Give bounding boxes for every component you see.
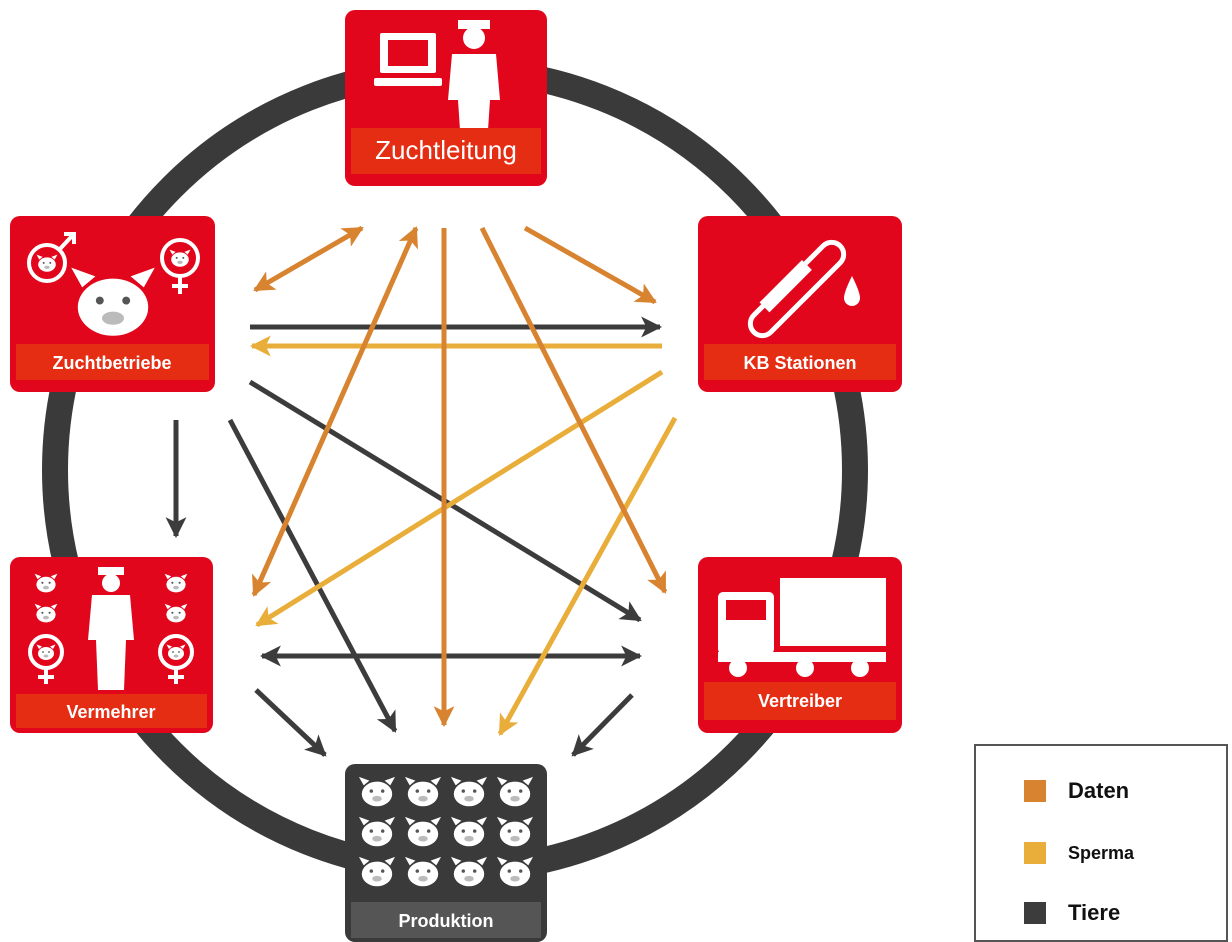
person-icon: [448, 20, 500, 130]
node-label: Zuchtleitung: [375, 135, 517, 165]
legend-item-tiere: Tiere: [1024, 900, 1120, 926]
legend-swatch: [1024, 842, 1046, 864]
flow-arrow-tiere: [254, 688, 327, 757]
legend: Daten Sperma Tiere: [974, 744, 1228, 942]
female-symbol-icon: [28, 634, 64, 684]
node-label: Vertreiber: [758, 691, 842, 711]
legend-label: Daten: [1068, 778, 1130, 803]
flow-arrows: [165, 225, 678, 757]
female-symbol-icon: [160, 238, 200, 294]
test-tube-icon: [747, 239, 860, 339]
flow-arrow-daten: [253, 225, 364, 293]
male-symbol-icon: [27, 232, 76, 283]
node-label: KB Stationen: [743, 353, 856, 373]
flow-arrow-sperma: [497, 416, 678, 736]
flow-arrow-daten: [251, 226, 419, 597]
node-label: Produktion: [399, 911, 494, 931]
computer-icon: [374, 33, 442, 86]
node-kb-stationen[interactable]: KB Stationen: [698, 216, 902, 392]
legend-swatch: [1024, 902, 1046, 924]
node-zuchtbetriebe[interactable]: Zuchtbetriebe: [10, 216, 215, 392]
flow-arrow-daten: [479, 226, 668, 594]
truck-icon: [718, 578, 886, 677]
flow-arrow-tiere: [571, 693, 634, 757]
legend-label: Tiere: [1068, 900, 1121, 925]
legend-item-daten: Daten: [1024, 778, 1129, 804]
node-vermehrer[interactable]: Vermehrer: [10, 557, 213, 733]
node-zuchtleitung[interactable]: Zuchtleitung: [345, 10, 547, 186]
legend-label: Sperma: [1068, 842, 1135, 863]
flow-arrow-daten: [523, 225, 657, 305]
legend-swatch: [1024, 780, 1046, 802]
node-label: Vermehrer: [66, 702, 155, 722]
node-vertreiber[interactable]: Vertreiber: [698, 557, 902, 733]
flow-arrow-sperma: [255, 369, 664, 628]
node-produktion[interactable]: Produktion: [345, 764, 547, 942]
female-symbol-icon: [158, 634, 194, 684]
node-label: Zuchtbetriebe: [52, 353, 171, 373]
legend-item-sperma: Sperma: [1024, 842, 1134, 864]
farmer-icon: [88, 567, 134, 690]
